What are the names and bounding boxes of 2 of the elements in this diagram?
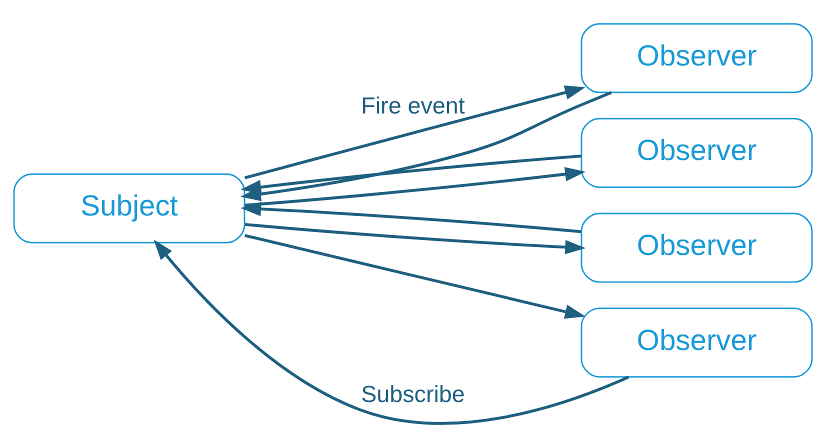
edge-label: Fire event [361, 92, 465, 118]
edge-label: Subscribe [361, 381, 465, 408]
